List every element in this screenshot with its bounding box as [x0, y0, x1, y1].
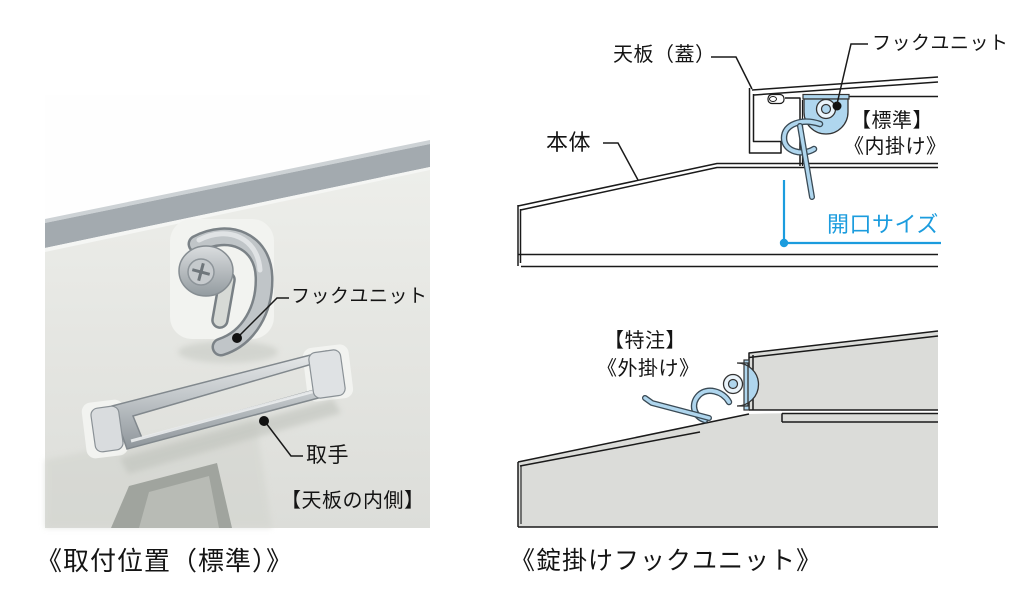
handle-photo — [81, 344, 354, 474]
hook-leader-line-top — [836, 43, 868, 105]
hook-unit-photo — [178, 227, 274, 357]
hook-wire-lever — [643, 396, 711, 420]
lid-leader-line — [711, 56, 753, 90]
hook-leader-dot-top — [832, 101, 842, 111]
lid-left-wall — [748, 88, 782, 154]
handle-shadow — [120, 399, 341, 474]
top-lid-label: 天板（蓋） — [613, 44, 716, 66]
photo-inner-side-note: 【天板の内側】 — [281, 490, 425, 512]
lid-block-fill — [749, 331, 938, 410]
top-diagram-leaders — [603, 43, 868, 181]
handle-leader-dot — [259, 416, 269, 426]
box-recess-inner — [139, 476, 219, 528]
photo-lid-inside — [45, 95, 430, 528]
body-slope-edge — [517, 413, 750, 463]
handle-cap-left — [90, 405, 124, 453]
top-hook-label: フックユニット — [872, 33, 1009, 54]
hook-housing-outer — [736, 362, 760, 407]
bottom-hook-unit — [642, 359, 760, 424]
lid-top-edge — [751, 76, 939, 91]
dimension-dot — [779, 238, 789, 248]
photo-hook-label: フックユニット — [291, 286, 428, 307]
bottom-diagram-drawing — [517, 330, 939, 528]
hook-leader-line — [238, 297, 289, 337]
top-standard-label: 【標準】 — [851, 110, 933, 132]
photo-handle-label: 取手 — [306, 444, 349, 467]
handle-leader-line — [265, 422, 303, 457]
hook-leader-dot — [232, 333, 242, 343]
top-diagram-drawing — [517, 76, 939, 268]
lid-edge-band — [45, 144, 430, 248]
hook-wire-tail — [798, 124, 814, 199]
top-hook-unit — [780, 93, 850, 200]
body-leader-line — [603, 142, 639, 181]
phillips-cross-icon — [191, 262, 211, 282]
opening-size-label: 開口サイズ — [827, 212, 939, 237]
body-block-fill — [518, 413, 938, 527]
handle-cap-right — [308, 349, 346, 399]
photo-caption: 《取付位置（標準）》 — [36, 546, 294, 576]
bottom-caption: 《錠掛けフックユニット》 — [510, 547, 823, 575]
opening-dimension — [779, 180, 941, 248]
body-top-edge — [517, 162, 938, 207]
bottom-custom-label: 【特注】 — [604, 330, 686, 352]
top-body-label: 本体 — [546, 130, 592, 155]
top-inner-hang-label: 《内掛け》 — [844, 136, 947, 158]
lid-edge-highlight — [45, 140, 430, 223]
bottom-outer-hang-label: 《外掛け》 — [597, 358, 700, 380]
